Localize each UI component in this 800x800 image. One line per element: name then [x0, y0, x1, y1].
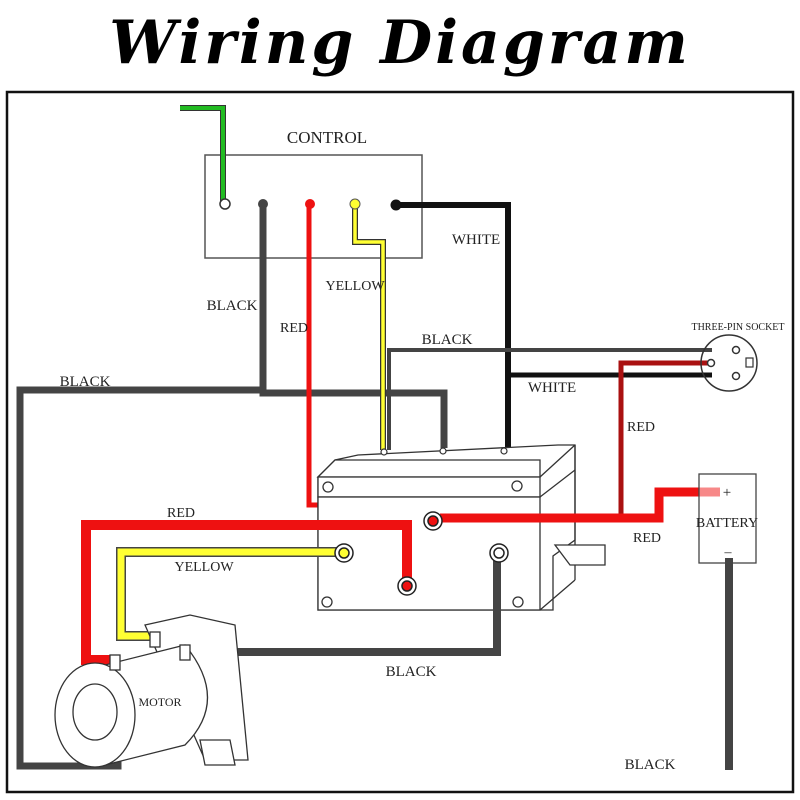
control-box: CONTROL	[204, 128, 423, 259]
black-wire-socket	[387, 348, 712, 450]
green-wire-core	[180, 106, 225, 203]
battery: BATTERY + –	[696, 473, 758, 564]
control-terminal-yellow	[349, 198, 361, 210]
label-socket-white: WHITE	[528, 380, 576, 396]
label-socket-red: RED	[627, 420, 655, 435]
wire-labels: BLACK RED YELLOW WHITE BLACK BLACK WHITE…	[60, 232, 676, 773]
three-pin-socket: THREE-PIN SOCKET	[691, 322, 785, 392]
solenoid-tabs	[380, 447, 508, 456]
control-terminal-red	[305, 199, 315, 209]
white-wire-control	[396, 202, 511, 450]
red-wire-motor	[81, 520, 412, 665]
control-label: CONTROL	[287, 128, 367, 147]
black-wire-motor	[186, 560, 501, 656]
control-terminal-black	[258, 199, 268, 209]
control-terminal-green	[219, 198, 231, 210]
label-motor-red: RED	[167, 506, 195, 521]
label-battery-red: RED	[633, 531, 661, 546]
battery-plus: +	[723, 485, 731, 501]
label-ground-black: BLACK	[625, 757, 676, 773]
label-control-black: BLACK	[207, 298, 258, 314]
label-control-white: WHITE	[452, 232, 500, 248]
label-control-yellow: YELLOW	[325, 279, 385, 294]
yellow-wire-motor-core	[117, 548, 343, 640]
yellow-wire-control-core	[353, 205, 385, 450]
solenoid-terminals	[334, 511, 509, 596]
label-socket-black: BLACK	[422, 332, 473, 348]
red-wire-battery	[440, 487, 720, 523]
black-wire-control	[259, 205, 448, 448]
diagram-frame	[5, 90, 795, 794]
label-motor-black: BLACK	[386, 664, 437, 680]
label-motor-yellow: YELLOW	[174, 560, 234, 575]
battery-label: BATTERY	[696, 516, 758, 531]
control-terminal-white	[390, 199, 402, 211]
page-title: Wiring Diagram	[109, 8, 691, 78]
motor: MOTOR	[54, 614, 249, 768]
battery-minus: –	[724, 545, 733, 560]
label-left-black: BLACK	[60, 374, 111, 390]
motor-label: MOTOR	[138, 695, 181, 709]
socket-label: THREE-PIN SOCKET	[691, 322, 784, 333]
label-control-red: RED	[280, 321, 308, 336]
